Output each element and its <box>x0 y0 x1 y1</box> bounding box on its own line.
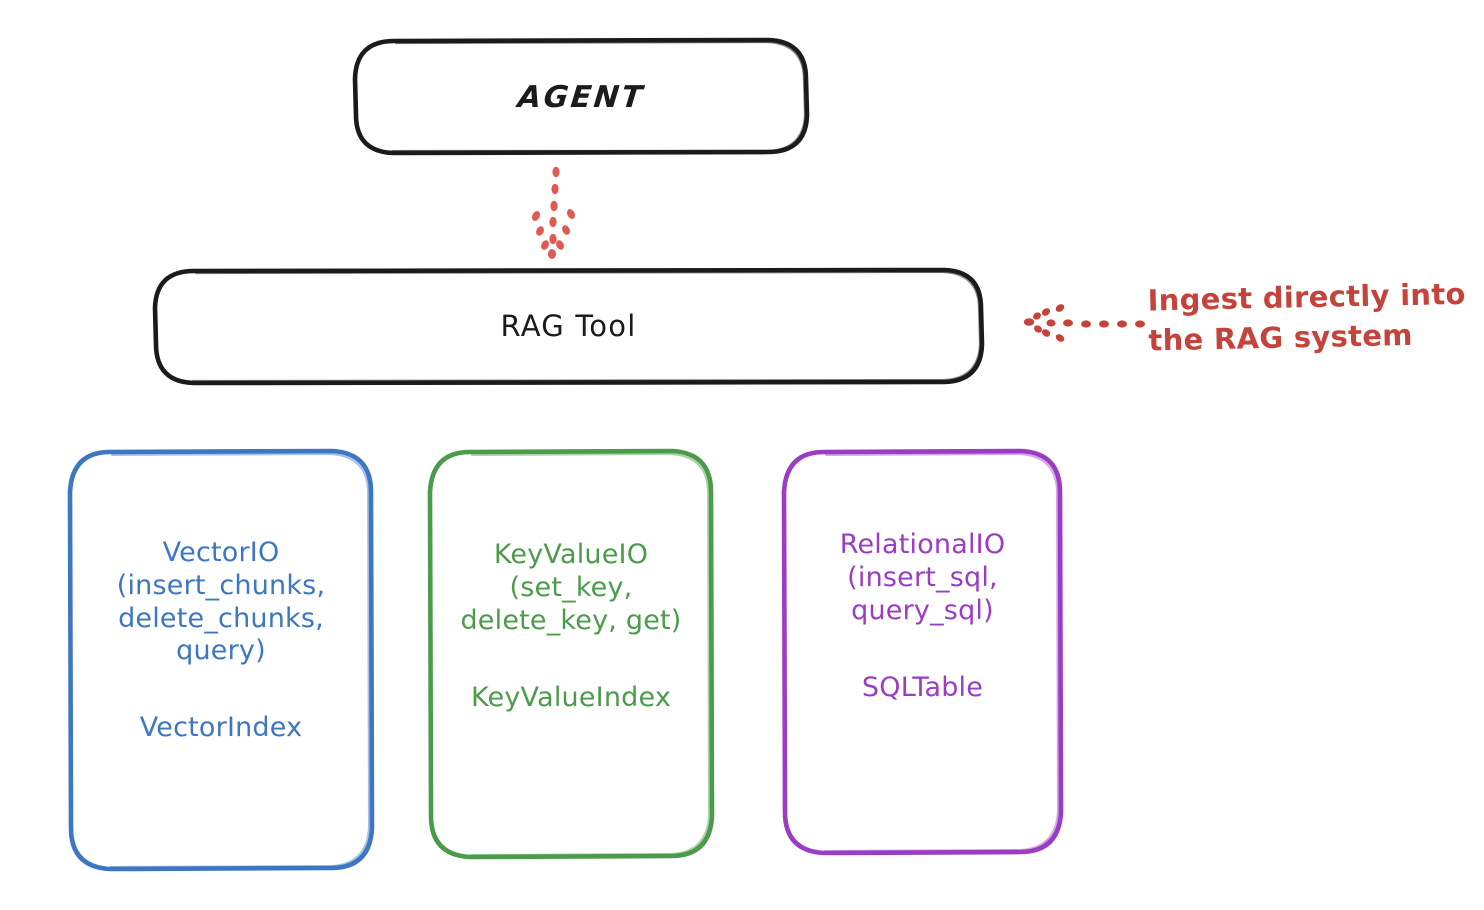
key-value-io-signature: KeyValueIO (set_key, delete_key, get) <box>460 539 682 636</box>
rag-tool-node[interactable]: RAG Tool <box>155 270 982 382</box>
vector-io-signature: VectorIO (insert_chunks, delete_chunks, … <box>116 536 326 667</box>
keyvalueio-box-outline[interactable] <box>427 448 715 860</box>
agent-label: AGENT <box>515 79 647 115</box>
key-value-io-node[interactable]: KeyValueIO (set_key, delete_key, get) Ke… <box>430 450 712 858</box>
agent-to-ragtool-dotted-arrow <box>531 166 576 259</box>
key-value-io-content: KeyValueIO (set_key, delete_key, get) Ke… <box>460 539 681 713</box>
agent-node[interactable]: AGENT <box>355 40 807 154</box>
agent-box-outline-sketch <box>391 40 807 153</box>
relational-io-node[interactable]: RelationalIO (insert_sql, query_sql) SQL… <box>785 450 1060 854</box>
vectorio-box-outline-sketch <box>110 452 371 868</box>
relationalio-box-outline[interactable] <box>781 448 1064 856</box>
vector-io-node[interactable]: VectorIO (insert_chunks, delete_chunks, … <box>70 450 372 870</box>
key-value-io-index: KeyValueIndex <box>470 681 672 713</box>
ingest-annotation-text: Ingest directly into the RAG system <box>1147 276 1467 358</box>
keyvalueio-box-outline-sketch <box>470 452 711 856</box>
vector-io-index: VectorIndex <box>139 712 303 744</box>
relationalio-box-outline-sketch <box>824 452 1060 852</box>
ragtool-box-outline[interactable] <box>152 267 985 386</box>
rag-tool-label: RAG Tool <box>500 309 637 343</box>
vector-io-content: VectorIO (insert_chunks, delete_chunks, … <box>117 537 325 744</box>
annotation-to-ragtool-dotted-arrow <box>1023 304 1145 342</box>
ragtool-box-outline-sketch <box>191 270 982 383</box>
vectorio-box-outline[interactable] <box>67 448 375 872</box>
relational-io-index: SQLTable <box>861 671 984 703</box>
relational-io-signature: RelationalIO (insert_sql, query_sql) <box>839 529 1006 626</box>
relational-io-content: RelationalIO (insert_sql, query_sql) SQL… <box>840 529 1006 703</box>
